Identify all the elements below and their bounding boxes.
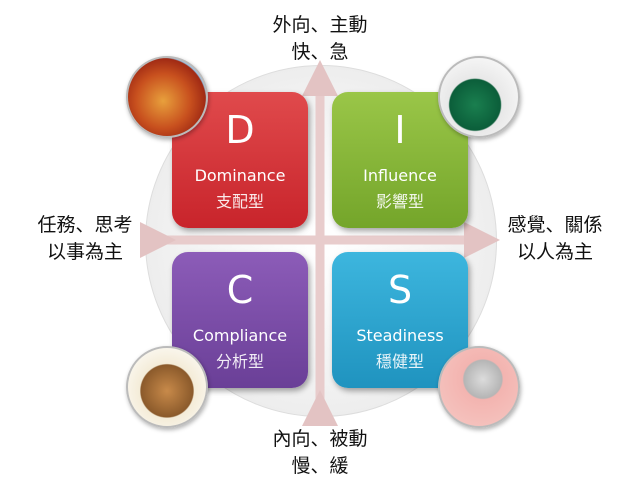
quadrant-zh: 穩健型 — [375, 352, 424, 371]
axis-label-right: 感覺、關係 以人為主 — [490, 212, 620, 266]
owl-icon — [126, 346, 208, 428]
axis-label-line: 外向、主動 — [272, 14, 368, 36]
axis-label-left: 任務、思考 以事為主 — [20, 212, 150, 266]
axis-label-line: 任務、思考 — [37, 214, 133, 236]
quadrant-zh: 影響型 — [375, 192, 424, 211]
quadrant-name: Compliance — [192, 326, 288, 345]
axis-label-line: 以事為主 — [46, 241, 123, 263]
axis-label-line: 內向、被動 — [272, 428, 368, 450]
axis-label-bottom: 內向、被動 慢、緩 — [240, 426, 400, 480]
quadrant-name: Dominance — [194, 166, 286, 185]
quadrant-zh: 支配型 — [215, 192, 264, 211]
quadrant-letter: S — [387, 268, 413, 312]
quadrant-letter: I — [394, 108, 406, 152]
peacock-icon — [438, 56, 520, 138]
koala-icon — [438, 346, 520, 428]
axis-label-line: 快、急 — [291, 41, 349, 63]
quadrant-zh: 分析型 — [215, 352, 264, 371]
lion-icon — [126, 56, 208, 138]
axis-label-line: 感覺、關係 — [507, 214, 603, 236]
quadrant-letter: D — [225, 108, 255, 152]
axis-label-line: 慢、緩 — [291, 455, 349, 477]
quadrant-letter: C — [226, 268, 254, 312]
quadrant-name: Steadiness — [356, 326, 444, 345]
axis-label-top: 外向、主動 快、急 — [240, 12, 400, 66]
quadrant-name: Influence — [363, 166, 437, 185]
axis-label-line: 以人為主 — [516, 241, 593, 263]
